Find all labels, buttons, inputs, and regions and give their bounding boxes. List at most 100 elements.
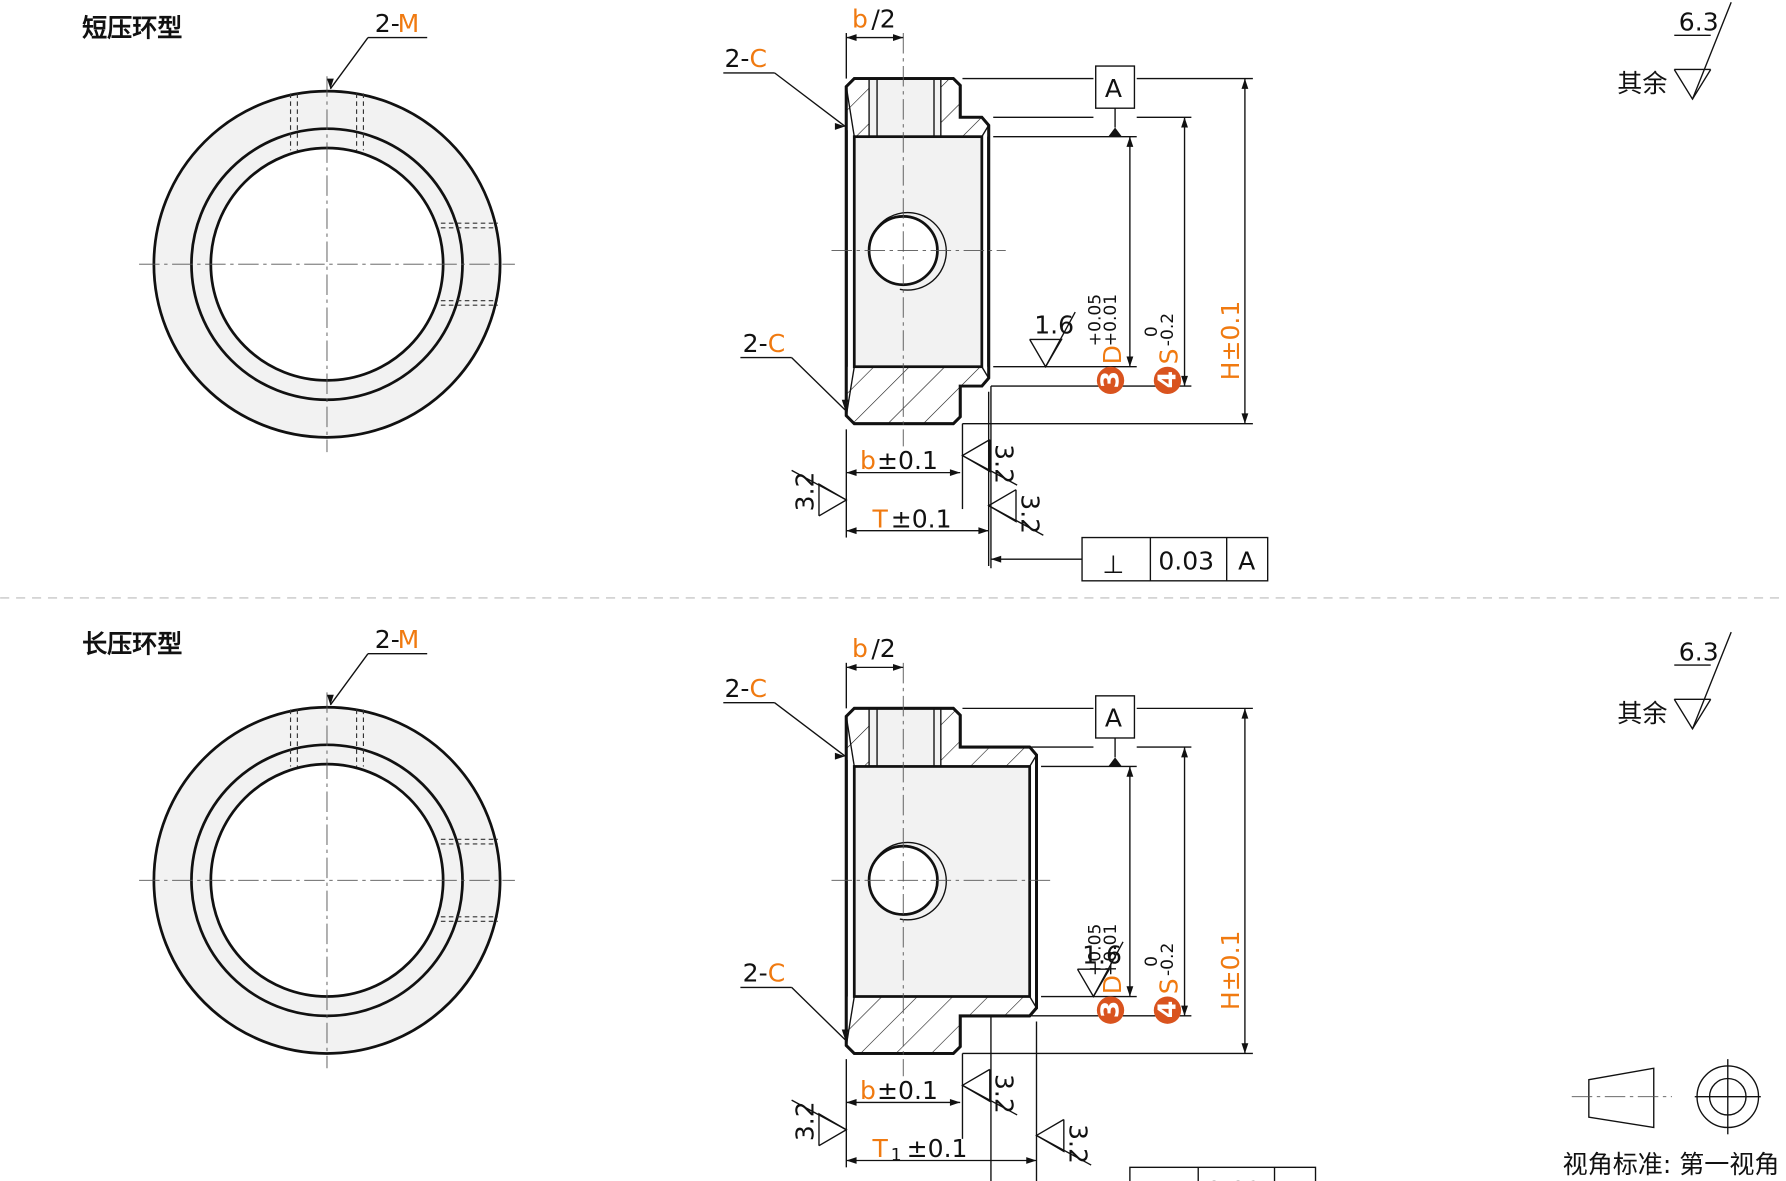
roughness-triangle [1029,338,1063,369]
roughness-triangle [818,1112,848,1147]
tolerance-value: 0.03 [1206,1176,1262,1181]
roughness-line [791,469,847,501]
c-prefix: 2- [743,329,768,358]
roughness-line [1036,1134,1092,1166]
roughness-symbol-bore: 1.6 [1076,940,1124,998]
arrowhead [846,1157,857,1164]
tolerance-datum: A [1286,1176,1303,1181]
roughness-triangle [961,1068,991,1103]
s-tol-lower: -0.2 [1158,313,1178,346]
arrowhead [893,34,904,41]
datum-triangle [1108,127,1122,137]
roughness-value: 3.2 [989,1074,1018,1114]
leader-line [774,72,846,127]
roughness-symbol-left: 3.2 [790,1099,848,1147]
arrowhead [846,34,857,41]
chamfer-line [981,124,990,138]
b-half-suffix: /2 [871,634,895,663]
datum-label: A [1105,74,1122,103]
perpendicularity-symbol: ⊥ [1150,1180,1172,1181]
roughness-line [1045,311,1076,368]
perpendicularity-symbol: ⊥ [1103,550,1125,579]
h-label: H±0.1 [1216,301,1245,381]
b-half-suffix: /2 [871,4,895,33]
roughness-value: 3.2 [1064,1124,1093,1164]
line [1691,2,1732,100]
thread-arc [868,841,947,921]
c-prefix: 2- [724,674,749,703]
badge-3-number: 3 [1095,371,1124,388]
leader-arrow [326,78,334,89]
m-prefix: 2- [375,9,400,38]
d-tol-lower: +0.01 [1101,294,1121,346]
b-var: b [860,446,876,475]
chamfer-c-label: C [750,674,768,703]
b-tol: ±0.1 [877,1076,938,1105]
other-label: 其余 [1617,699,1667,728]
roughness-symbol-bore: 1.6 [1029,311,1076,369]
roughness-other [1673,69,1712,101]
chamfer-line [845,86,855,137]
chamfer-line [845,716,855,767]
chamfer-c-label: C [750,44,768,73]
arrowhead [1181,1005,1188,1016]
other-label: 其余 [1617,69,1667,98]
arrowhead [1241,1043,1249,1054]
s-tol-lower: -0.2 [1158,943,1178,976]
other-roughness-value: 6.3 [1679,8,1719,37]
roughness-triangle [1035,1118,1065,1153]
datum-label: A [1105,704,1122,733]
section-title: 短压环型 [82,13,182,42]
line [1691,631,1732,730]
badge-3-number: 3 [1095,1001,1124,1018]
roughness-value: 3.2 [790,1101,819,1141]
arrowhead [1241,708,1249,719]
t-tol: ±0.1 [891,504,952,533]
hatch-region [846,366,989,424]
roughness-symbol-right: 3.2 [961,1068,1018,1116]
s-dimension-text: 4S0-0.2 [1142,943,1184,1024]
arrowhead [846,527,857,535]
chamfer-line [981,366,990,379]
tolerance-value: 0.03 [1158,546,1214,575]
projection-label: 视角标准: 第一视角 [1563,1150,1780,1179]
arrowhead [1026,1157,1037,1164]
b-half-var: b [852,634,868,663]
roughness-value: 1.6 [1034,311,1074,340]
roughness-other [1673,698,1712,731]
m-prefix: 2- [375,625,400,654]
roughness-value: 3.2 [989,444,1018,484]
leader-line [791,357,846,411]
datum-triangle [1108,757,1122,767]
tolerance-datum: A [1238,546,1255,575]
arrowhead [1126,356,1134,367]
s-label: S [1155,349,1184,365]
badge-4 [1153,366,1182,395]
d-tol-upper: +0.05 [1085,294,1105,346]
b-tol: ±0.1 [877,446,938,475]
h-dimension-text: H±0.1 [1216,301,1245,381]
b-half-var: b [852,4,868,33]
leader-line [774,702,846,757]
arrowhead [1126,986,1134,997]
chamfer-line [845,366,855,416]
leader-arrow [834,752,846,760]
other-roughness-value: 6.3 [1679,638,1719,667]
badge-3 [1096,996,1125,1024]
arrowhead [893,663,904,671]
h-dimension-text: H±0.1 [1216,931,1245,1011]
d-label: D [1098,345,1127,364]
arrowhead [1181,117,1188,128]
t-var: T [872,504,889,533]
section-outline [844,77,991,426]
roughness-triangle [818,482,848,517]
roughness-value: 3.2 [1016,494,1045,534]
roughness-symbol-right: 3.2 [961,439,1018,486]
arrowhead [949,469,961,477]
thread-arc [868,211,947,291]
arrowhead [949,1099,961,1106]
t-var: T [872,1134,889,1163]
badge-4-number: 4 [1152,1001,1181,1018]
leader-arrow [841,399,849,410]
